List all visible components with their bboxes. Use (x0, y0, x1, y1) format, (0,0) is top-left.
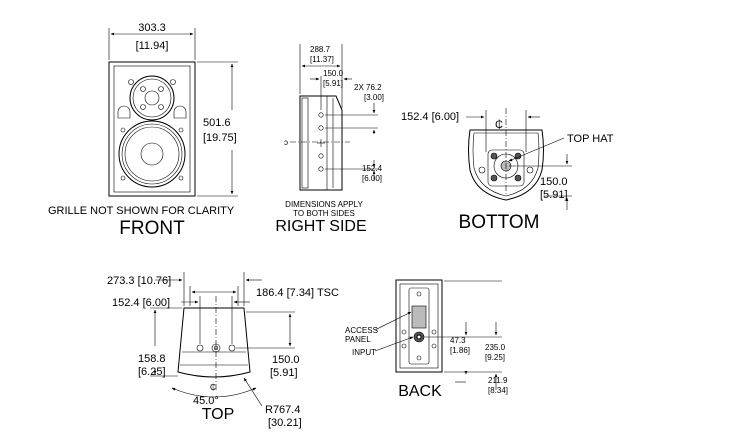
back-dimensions (424, 280, 502, 390)
top-right-depth-inches: [5.91] (270, 367, 298, 379)
bottom-title: BOTTOM (459, 212, 540, 233)
side-depth-inches: [11.37] (310, 55, 334, 64)
back-title: BACK (398, 383, 442, 400)
top-centerline-symbol: ₵ (210, 383, 216, 392)
front-horn (129, 75, 175, 121)
front-width-dimension (108, 28, 196, 60)
back-height-a-inches: [9.25] (485, 353, 505, 362)
side-depth-value: 288.7 (310, 45, 331, 54)
bottom-centerline-symbol: ₵ (495, 119, 503, 131)
side-spacing-value: 2X 76.2 (354, 83, 382, 92)
side-mounting-points (317, 112, 325, 172)
side-centerline-symbol: ↄ (284, 138, 288, 147)
top-left-depth-inches: [6.25] (138, 366, 166, 378)
front-width-value: 303.3 (138, 22, 166, 34)
front-woofer (118, 120, 186, 188)
back-input-connector (401, 329, 437, 349)
top-left-depth-value: 158.8 (138, 353, 166, 365)
back-input-label: INPUT (352, 348, 376, 357)
side-front-edge (301, 97, 309, 189)
top-width-value: 273.3 [10.76] (107, 275, 171, 287)
front-width-inches: [11.94] (136, 40, 169, 52)
side-spacing-inches: [3.00] (364, 93, 384, 102)
front-height-value: 501.6 (203, 117, 231, 129)
top-spacing-value: 152.4 [6.00] (112, 297, 170, 309)
side-offset-dimension (310, 76, 352, 110)
bottom-depth-inches: [5.91] (540, 189, 568, 201)
top-left-depth-dimension (150, 307, 182, 377)
side-vertical-inches: [6.00] (362, 174, 382, 183)
side-note-line1: DIMENSIONS APPLY (285, 200, 363, 209)
top-cabinet-outline (177, 307, 251, 378)
front-cabinet-outline (108, 61, 196, 197)
side-vertical-dimension (325, 103, 378, 180)
side-depth-dimension (299, 44, 343, 108)
side-offset-inches: [5.91] (323, 79, 343, 88)
bottom-spacing-value: 152.4 [6.00] (401, 111, 459, 123)
back-view: ACCESS PANEL INPUT 47.3 [1.86] 235.0 [9.… (345, 279, 508, 400)
side-offset-value: 150.0 (323, 69, 344, 78)
top-title: TOP (202, 406, 235, 423)
top-right-depth-dimension (236, 311, 295, 349)
top-hat-label: TOP HAT (567, 133, 614, 145)
bottom-depth-value: 150.0 (540, 176, 568, 188)
front-view: 303.3 [11.94] 501.6 [19.75] GRILLE NOT S… (48, 22, 238, 239)
top-angle-arc (171, 387, 257, 398)
front-title: FRONT (119, 218, 185, 239)
front-height-inches: [19.75] (203, 132, 237, 144)
back-access-label-line1: ACCESS (345, 326, 378, 335)
back-height-b-value: 211.9 (488, 376, 508, 385)
side-note-line2: TO BOTH SIDES (293, 209, 355, 218)
front-baffle (113, 65, 191, 193)
top-radius-value: R767.4 (265, 404, 300, 416)
top-radius-inches: [30.21] (268, 417, 302, 429)
back-inset-inches: [1.86] (450, 346, 470, 355)
top-right-depth-value: 150.0 (272, 354, 300, 366)
top-tsc-value: 186.4 [7.34] TSC (256, 287, 339, 299)
back-access-panel (408, 287, 430, 365)
side-vertical-value: 152.4 (362, 164, 383, 173)
bottom-spacing-dimension (466, 110, 540, 152)
top-width-dimensions (155, 272, 262, 344)
back-height-a-value: 235.0 (485, 343, 506, 352)
back-access-label-line2: PANEL (345, 335, 371, 344)
back-height-b-inches: [8.34] (488, 386, 508, 395)
right-side-view: ↄ 288.7 [11.37] 150.0 [5.91] 2X 76.2 (275, 44, 384, 235)
side-title: RIGHT SIDE (275, 218, 366, 235)
top-angle-value: 45.0° (193, 395, 219, 407)
bottom-view: ₵ 152.4 [6.00] TOP HAT 150.0 [5.91] BOTT… (401, 108, 614, 233)
bottom-depth-dimension (509, 154, 572, 210)
back-inset-value: 47.3 (450, 336, 466, 345)
front-ports (117, 79, 187, 119)
front-note: GRILLE NOT SHOWN FOR CLARITY (48, 205, 235, 217)
top-view: ₵ 273.3 [10.76] 186.4 [7.34] TSC 152.4 [… (107, 272, 339, 429)
front-height-dimension (197, 61, 238, 197)
